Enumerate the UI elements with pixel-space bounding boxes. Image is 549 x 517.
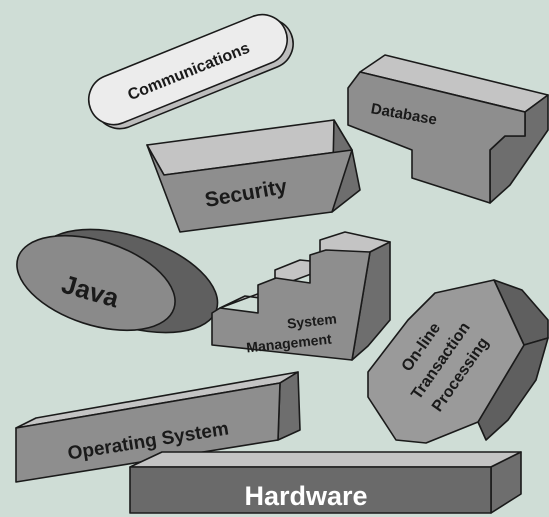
- security-block: Security: [146, 119, 361, 233]
- operating-system-block: Operating System: [15, 371, 301, 483]
- hardware-block: Hardware: [129, 451, 522, 514]
- hardware-label: Hardware: [244, 481, 367, 511]
- system-management-block: System Management: [211, 231, 391, 361]
- database-block: Database: [347, 54, 549, 204]
- communications-block: Communications: [87, 13, 294, 130]
- system-management-label-line1: System: [286, 310, 337, 331]
- java-block: Java: [16, 228, 219, 334]
- oltp-block: On-line Transaction Processing: [367, 279, 549, 444]
